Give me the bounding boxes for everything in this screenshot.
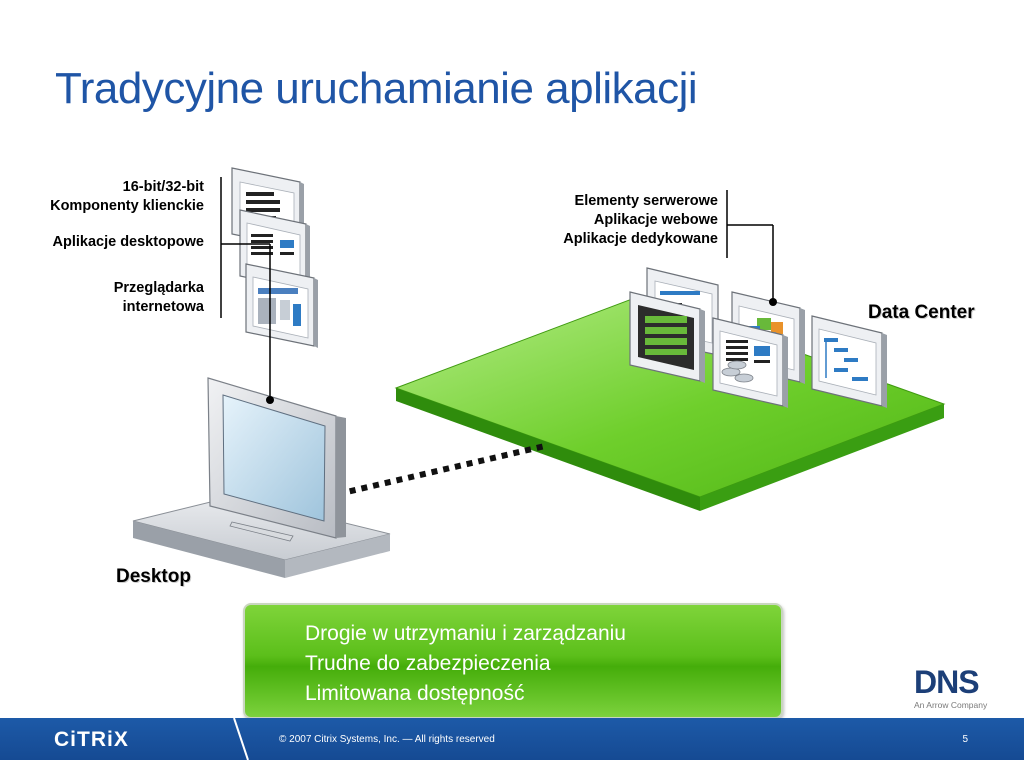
page-title: Tradycyjne uruchamianie aplikacji [55,64,698,113]
server-window-4 [712,317,788,408]
client-label-line1: 16-bit/32-bit [122,179,204,195]
client-label-desktop-apps: Aplikacje desktopowe [52,234,205,250]
summary-item: Drogie w utrzymaniu i zarządzaniu [305,622,626,645]
page-number: 5 [962,734,968,745]
client-label-line4: Przeglądarka [113,280,204,296]
client-label-browser: Przeglądarka internetowa [114,279,204,317]
client-window-3 [245,263,318,348]
client-label-line2: Komponenty klienckie [50,198,204,214]
footer-separator [233,718,249,760]
footer-bar: CiTRiX © 2007 Citrix Systems, Inc. — All… [0,718,1024,760]
monitor [207,377,346,542]
summary-item: Limitowana dostępność [305,682,525,705]
server-window-5 [811,315,887,408]
citrix-logo: CiTRiX [54,728,129,751]
client-label-bitness: 16-bit/32-bit Komponenty klienckie [50,178,204,216]
dns-logo-text: DNS [914,664,980,700]
server-window-2 [629,291,705,383]
client-bracket [220,177,274,404]
summary-box: Drogie w utrzymaniu i zarządzaniu Trudne… [243,603,783,719]
dns-logo: DNS An Arrow Company [914,666,1004,716]
server-label-line3: Aplikacje dedykowane [563,231,718,247]
server-label-line1: Elementy serwerowe [574,193,718,209]
datacenter-label: Data Center [868,302,975,323]
summary-list: Drogie w utrzymaniu i zarządzaniu Trudne… [245,605,781,709]
desktop-base [132,495,391,578]
server-labels: Elementy serwerowe Aplikacje webowe Apli… [563,192,718,249]
footer-copyright: © 2007 Citrix Systems, Inc. — All rights… [279,734,495,745]
server-label-line2: Aplikacje webowe [593,212,718,228]
dns-logo-tagline: An Arrow Company [914,700,988,710]
server-bracket [726,190,777,306]
desktop-label: Desktop [116,566,191,587]
connection-line [337,443,546,497]
summary-item: Trudne do zabezpieczenia [305,652,551,675]
datacenter-platform [394,295,946,511]
client-label-line5: internetowa [122,299,204,315]
